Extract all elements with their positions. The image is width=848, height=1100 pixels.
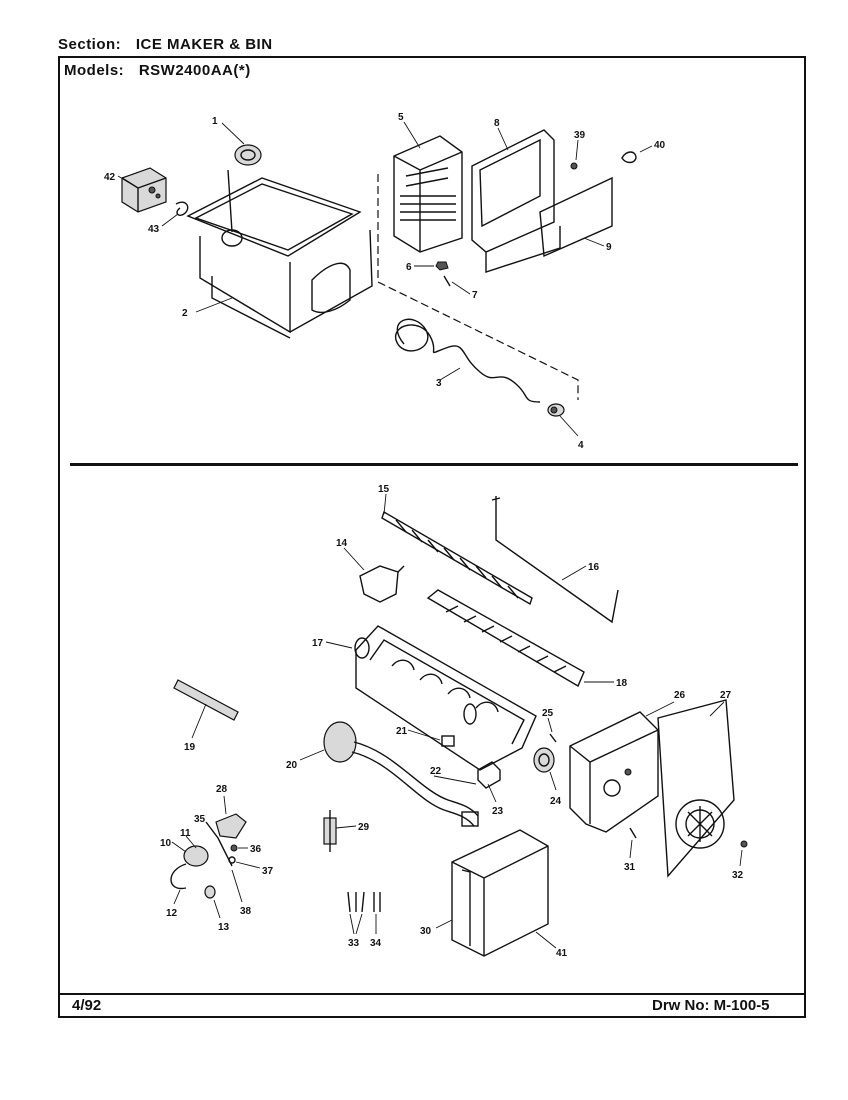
part-1-knob[interactable] — [234, 144, 262, 166]
part-34-screws[interactable] — [373, 892, 381, 912]
drawing-number-value: M-100-5 — [713, 997, 770, 1014]
part-21-block[interactable] — [441, 735, 455, 747]
models-value: RSW2400AA(*) — [138, 62, 251, 79]
section-value: ICE MAKER & BIN — [135, 36, 273, 53]
part-2-ice-bin[interactable] — [186, 169, 373, 339]
part-24-gear[interactable] — [533, 747, 555, 773]
callout-39: 39 — [574, 130, 586, 141]
footer-date: 4/92 — [72, 997, 102, 1014]
part-36-screw[interactable] — [230, 844, 238, 852]
part-40-clip[interactable] — [621, 151, 637, 164]
callout-9: 9 — [606, 242, 612, 253]
part-32-screw[interactable] — [740, 840, 748, 848]
callout-3: 3 — [436, 378, 442, 389]
callout-16: 16 — [588, 562, 600, 573]
part-26-housing[interactable] — [569, 711, 659, 833]
callout-40: 40 — [654, 140, 666, 151]
callout-12: 12 — [166, 908, 178, 919]
callout-35: 35 — [194, 814, 206, 825]
footer-divider — [58, 993, 806, 995]
part-43-clip[interactable] — [175, 201, 189, 217]
part-3-water-tube[interactable] — [395, 318, 541, 403]
part-5-housing[interactable] — [393, 135, 463, 253]
callout-labels: 1 2 3 4 5 6 7 8 9 10 11 12 13 14 15 16 1… — [104, 112, 744, 959]
part-6-nut[interactable] — [435, 261, 449, 271]
part-18-stripper[interactable] — [426, 589, 585, 688]
callout-29: 29 — [358, 822, 370, 833]
part-13-fitting[interactable] — [204, 885, 216, 899]
section-label: Section: — [58, 36, 122, 53]
part-20-harness[interactable] — [323, 721, 479, 827]
callout-38: 38 — [240, 906, 252, 917]
callout-11: 11 — [180, 828, 191, 839]
section-divider — [70, 463, 798, 466]
callout-32: 32 — [732, 870, 744, 881]
callout-19: 19 — [184, 742, 196, 753]
part-28-switch[interactable] — [215, 813, 247, 839]
callout-28: 28 — [216, 784, 228, 795]
callout-20: 20 — [286, 760, 298, 771]
section-header: Section: ICE MAKER & BIN — [58, 36, 273, 53]
part-27-cover-plate[interactable] — [657, 699, 735, 878]
part-29-thermostat[interactable] — [323, 810, 337, 852]
callout-21: 21 — [396, 726, 408, 737]
callout-14: 14 — [336, 538, 348, 549]
part-39-screw[interactable] — [570, 162, 578, 170]
callout-13: 13 — [218, 922, 230, 933]
models-label: Models: — [64, 62, 125, 79]
callout-1: 1 — [212, 116, 218, 127]
callout-8: 8 — [494, 118, 500, 129]
part-10-valve[interactable] — [183, 845, 209, 867]
callout-37: 37 — [262, 866, 274, 877]
callout-22: 22 — [430, 766, 442, 777]
callout-42: 42 — [104, 172, 116, 183]
callout-7: 7 — [472, 290, 478, 301]
part-17-mold[interactable] — [354, 625, 537, 771]
part-31-screw[interactable] — [629, 827, 637, 839]
callout-15: 15 — [378, 484, 390, 495]
drawing-number-label: Drw No: — [652, 997, 710, 1014]
callout-6: 6 — [406, 262, 412, 273]
callout-30: 30 — [420, 926, 432, 937]
part-16-arm[interactable] — [491, 496, 619, 624]
models-header: Models: RSW2400AA(*) — [64, 62, 251, 79]
callout-17: 17 — [312, 638, 324, 649]
part-4-fitting[interactable] — [547, 403, 565, 417]
callout-33: 33 — [348, 938, 360, 949]
part-14-bracket[interactable] — [359, 565, 405, 603]
part-37-washer[interactable] — [228, 856, 236, 864]
callout-43: 43 — [148, 224, 160, 235]
callout-25: 25 — [542, 708, 554, 719]
callout-2: 2 — [182, 308, 188, 319]
drawing-number: Drw No: M-100-5 — [652, 997, 770, 1014]
part-25-screw[interactable] — [549, 733, 557, 743]
part-35-lever[interactable] — [205, 821, 233, 867]
diagram-frame — [58, 56, 806, 1018]
part-7-screw[interactable] — [443, 275, 451, 287]
part-9-panel[interactable] — [539, 176, 613, 258]
callout-36: 36 — [250, 844, 262, 855]
callout-34: 34 — [370, 938, 382, 949]
callout-41: 41 — [556, 948, 568, 959]
callout-31: 31 — [624, 862, 636, 873]
callout-24: 24 — [550, 796, 562, 807]
callout-23: 23 — [492, 806, 504, 817]
part-30-box[interactable] — [451, 829, 549, 957]
part-42-switch[interactable] — [121, 167, 167, 213]
callout-10: 10 — [160, 838, 172, 849]
part-8-cover[interactable] — [471, 129, 561, 273]
part-33-screws[interactable] — [347, 891, 365, 913]
callout-27: 27 — [720, 690, 732, 701]
callout-5: 5 — [398, 112, 404, 123]
callout-26: 26 — [674, 690, 686, 701]
part-15-ejector[interactable] — [381, 510, 533, 606]
part-19-heater-rod[interactable] — [173, 679, 239, 721]
callout-4: 4 — [578, 440, 584, 451]
part-12-tube[interactable] — [170, 863, 187, 890]
callout-18: 18 — [616, 678, 628, 689]
part-23-bracket[interactable] — [477, 761, 501, 789]
